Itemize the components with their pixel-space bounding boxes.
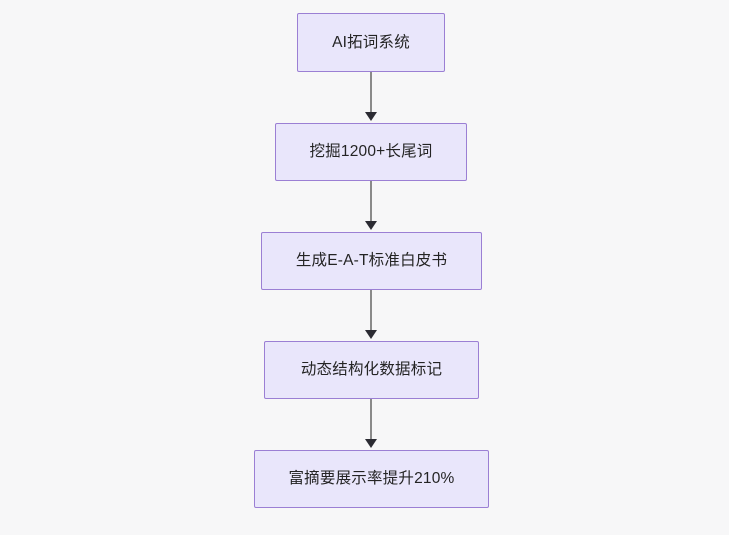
down-arrow-icon bbox=[365, 439, 377, 448]
flowchart-node-label: AI拓词系统 bbox=[332, 33, 410, 51]
flowchart-node-rich-snippet-rate-increase[interactable]: 富摘要展示率提升210% bbox=[254, 450, 489, 508]
down-arrow-icon bbox=[365, 112, 377, 121]
flowchart-edge-n1-n2 bbox=[370, 181, 372, 223]
flowchart-node-label: 生成E-A-T标准白皮书 bbox=[295, 252, 448, 270]
flowchart-node-label: 富摘要展示率提升210% bbox=[288, 470, 455, 488]
flowchart-node-label: 动态结构化数据标记 bbox=[300, 361, 443, 379]
flowchart-node-mine-longtail-keywords[interactable]: 挖掘1200+长尾词 bbox=[275, 123, 467, 181]
flowchart-node-label: 挖掘1200+长尾词 bbox=[309, 143, 433, 161]
flowchart-edge-n0-n1 bbox=[370, 72, 372, 114]
flowchart-edge-n3-n4 bbox=[370, 399, 372, 441]
flowchart-edge-n2-n3 bbox=[370, 290, 372, 332]
flowchart-node-ai-keyword-system[interactable]: AI拓词系统 bbox=[297, 13, 445, 72]
down-arrow-icon bbox=[365, 221, 377, 230]
flowchart-node-dynamic-structured-data-markup[interactable]: 动态结构化数据标记 bbox=[264, 341, 479, 399]
flowchart-node-generate-eat-whitepaper[interactable]: 生成E-A-T标准白皮书 bbox=[261, 232, 482, 290]
down-arrow-icon bbox=[365, 330, 377, 339]
